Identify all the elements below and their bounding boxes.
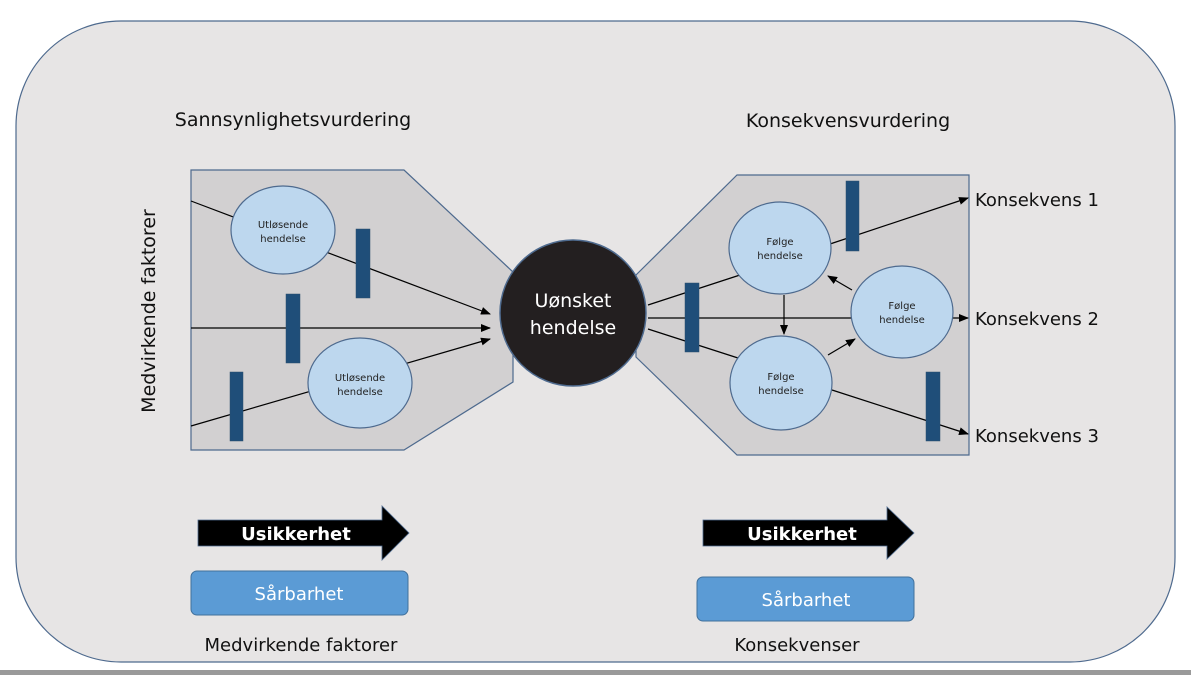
barrier-right-3 bbox=[925, 371, 941, 442]
svg-text:Sårbarhet: Sårbarhet bbox=[255, 584, 344, 605]
svg-text:Usikkerhet: Usikkerhet bbox=[241, 524, 351, 545]
consequence-label-3: Konsekvens 3 bbox=[975, 426, 1099, 447]
consequence-event-top: Følge hendelse bbox=[728, 201, 832, 295]
side-label-contributing-factors: Medvirkende faktorer bbox=[138, 209, 160, 413]
triggering-event-1: Utløsende hendelse bbox=[230, 185, 336, 275]
svg-text:hendelse: hendelse bbox=[337, 387, 382, 398]
svg-text:Sårbarhet: Sårbarhet bbox=[762, 590, 851, 611]
vulnerability-box-right: Sårbarhet bbox=[696, 576, 915, 622]
svg-text:Utløsende: Utløsende bbox=[258, 220, 308, 231]
consequence-event-bottom: Følge hendelse bbox=[729, 335, 833, 431]
svg-text:hendelse: hendelse bbox=[260, 234, 305, 245]
consequence-label-1: Konsekvens 1 bbox=[975, 190, 1099, 211]
svg-text:hendelse: hendelse bbox=[758, 386, 803, 397]
svg-text:Følge: Følge bbox=[767, 372, 794, 383]
svg-text:Uønsket: Uønsket bbox=[535, 290, 612, 312]
barrier-left-2 bbox=[285, 293, 301, 364]
left-heading: Sannsynlighetsvurdering bbox=[175, 109, 411, 131]
vulnerability-box-left: Sårbarhet bbox=[190, 570, 409, 616]
consequence-label-2: Konsekvens 2 bbox=[975, 309, 1099, 330]
right-footer: Konsekvenser bbox=[734, 635, 860, 656]
barrier-left-3 bbox=[229, 371, 244, 442]
svg-text:Usikkerhet: Usikkerhet bbox=[747, 524, 857, 545]
uncertainty-arrow-left: Usikkerhet bbox=[197, 505, 410, 561]
svg-text:Utløsende: Utløsende bbox=[335, 373, 385, 384]
unwanted-event: Uønsket hendelse bbox=[499, 239, 647, 387]
svg-text:hendelse: hendelse bbox=[757, 251, 802, 262]
barrier-left-1 bbox=[355, 228, 371, 299]
right-link-mid-to-top bbox=[827, 275, 853, 291]
uncertainty-arrow-right: Usikkerhet bbox=[702, 506, 915, 560]
right-path-consequence-3 bbox=[831, 389, 969, 436]
barrier-right-2 bbox=[845, 180, 860, 252]
svg-text:hendelse: hendelse bbox=[530, 317, 616, 339]
svg-text:Følge: Følge bbox=[766, 237, 793, 248]
bottom-bar bbox=[0, 670, 1191, 675]
svg-text:Følge: Følge bbox=[888, 301, 915, 312]
right-link-bottom-to-mid bbox=[827, 338, 856, 356]
consequence-event-middle: Følge hendelse bbox=[850, 265, 954, 359]
triggering-event-2: Utløsende hendelse bbox=[307, 337, 413, 429]
right-heading: Konsekvensvurdering bbox=[746, 110, 950, 132]
svg-text:hendelse: hendelse bbox=[879, 315, 924, 326]
barrier-right-1 bbox=[684, 282, 700, 353]
left-footer: Medvirkende faktorer bbox=[205, 635, 399, 656]
